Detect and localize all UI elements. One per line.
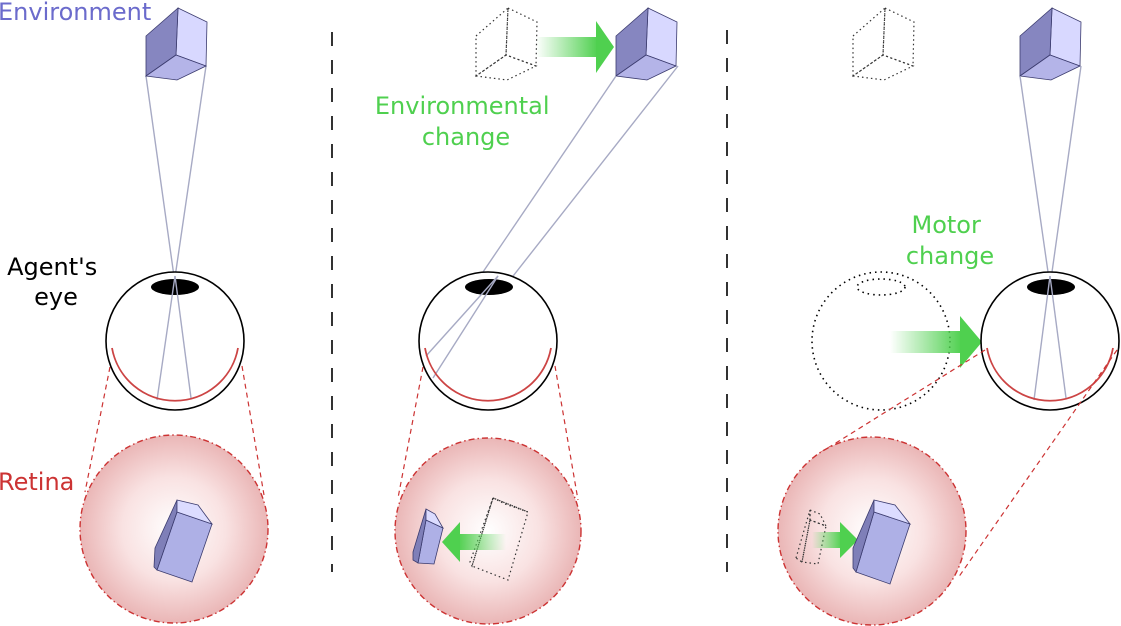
retina-image-cube-icon	[412, 508, 444, 565]
arrow-right-icon	[812, 522, 858, 558]
panel-initial: Environment Agent's eye Retina	[0, 0, 269, 624]
ghost-cube-icon	[851, 6, 915, 81]
panel-environmental-change: Environmental change	[375, 6, 679, 625]
environment-cube-icon	[614, 7, 678, 81]
retina-zoom	[394, 437, 582, 625]
agents-eye-label: Agent's eye	[7, 253, 105, 311]
eye-icon	[105, 271, 245, 411]
motor-change-label: Motor change	[906, 211, 994, 270]
environment-cube-icon	[144, 7, 208, 81]
retina-label: Retina	[0, 468, 74, 496]
arrow-right-icon	[536, 21, 614, 73]
retina-image-cube-icon	[153, 499, 214, 583]
arrow-left-icon	[442, 522, 506, 562]
retina-image-cube-icon	[852, 499, 912, 585]
panel-motor-change: Motor change	[777, 6, 1120, 626]
environmental-change-label: Environmental change	[375, 92, 557, 151]
environment-label: Environment	[0, 0, 151, 26]
environment-cube-icon	[1018, 7, 1082, 81]
retina-zoom	[777, 436, 967, 626]
retina-ghost-cube-icon	[795, 509, 828, 565]
eye-icon	[418, 271, 558, 411]
retina-zoom	[79, 434, 269, 624]
ghost-cube-icon	[474, 6, 538, 81]
arrow-right-icon	[890, 316, 982, 368]
eye-icon	[980, 271, 1120, 411]
